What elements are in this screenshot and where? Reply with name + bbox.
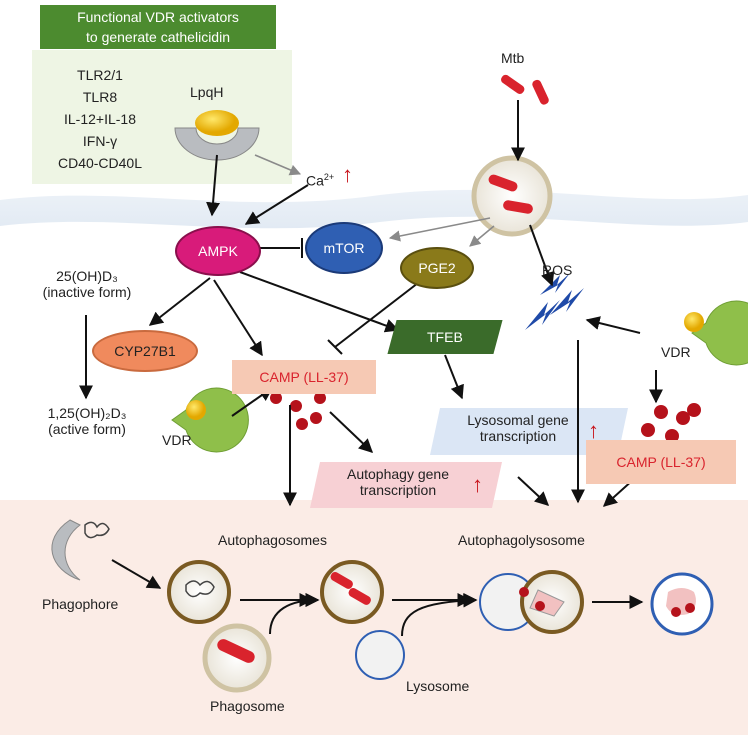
vitd-active-line-1: 1,25(OH)₂D₃: [47, 405, 127, 421]
vdr-right-icon: [684, 300, 748, 366]
camp-right-label: CAMP (LL-37): [616, 454, 706, 470]
lysosomal-transcription-label: Lysosomal gene transcription: [448, 412, 588, 444]
vdr-left-icon: [171, 387, 249, 453]
title-line-2: to generate cathelicidin: [86, 29, 230, 45]
ros-label: ROS: [542, 262, 573, 278]
activator-item: IL-12+IL-18: [64, 111, 136, 127]
camp-peptides-left-icon: [270, 392, 326, 430]
tfeb-node: TFEB: [387, 320, 503, 354]
activator-item: TLR2/1: [77, 67, 123, 83]
lpqh-receptor-icon: [174, 110, 260, 161]
pge2-node: PGE2: [400, 247, 474, 289]
autophagy-line-1: Autophagy gene: [347, 466, 449, 482]
mtb-label: Mtb: [501, 50, 525, 66]
autophagosome-2-icon: [320, 560, 384, 624]
ampk-label: AMPK: [198, 243, 238, 259]
lysosomal-up-arrow: ↑: [588, 418, 599, 443]
lysosome-label: Lysosome: [406, 678, 470, 694]
cyp27b1-label: CYP27B1: [114, 343, 176, 359]
calcium-label: Ca2+: [306, 172, 334, 189]
mtor-label: mTOR: [323, 240, 365, 256]
vdr-right-label: VDR: [661, 344, 691, 360]
autophagosome-1-icon: [167, 560, 231, 624]
activator-list: TLR2/1 TLR8 IL-12+IL-18 IFN-γ CD40-CD40L: [40, 64, 160, 174]
autophagolysosome-icon: [479, 570, 584, 634]
camp-peptides-right-icon: [641, 403, 701, 443]
vitd-inactive-label: 25(OH)D₃ (inactive form): [32, 268, 142, 300]
lysosomal-line-2: transcription: [479, 428, 557, 444]
ros-lightning-icon: [525, 273, 584, 330]
ampk-node: AMPK: [175, 226, 261, 276]
autophagy-transcription-label: Autophagy gene transcription: [328, 466, 468, 498]
mtb-bacilli-icon: [501, 74, 549, 105]
mtor-node: mTOR: [305, 222, 383, 274]
phagophore-icon: [51, 519, 110, 581]
pathway-arrows: [79, 100, 665, 637]
gray-arrows: [254, 154, 495, 247]
camp-left-label: CAMP (LL-37): [259, 369, 349, 385]
cytoplasm-region: [0, 500, 748, 735]
activator-item: TLR8: [82, 89, 118, 105]
vdr-left-label: VDR: [162, 432, 192, 448]
calcium-text: Ca: [306, 172, 324, 189]
phagosome-label: Phagosome: [210, 698, 285, 714]
phagophore-label: Phagophore: [42, 596, 119, 612]
tfeb-label: TFEB: [427, 329, 463, 345]
pge2-label: PGE2: [418, 260, 456, 276]
lysosomal-line-1: Lysosomal gene: [467, 412, 569, 428]
lysosome-icon: [355, 630, 405, 680]
autophagy-up-arrow: ↑: [472, 472, 483, 497]
autophagolysosome-label: Autophagolysosome: [458, 532, 585, 548]
activator-panel: [32, 50, 292, 184]
vitd-active-label: 1,25(OH)₂D₃ (active form): [32, 405, 142, 437]
autophagy-line-2: transcription: [359, 482, 437, 498]
autophagosomes-label: Autophagosomes: [218, 532, 327, 548]
vitd-active-line-2: (active form): [48, 421, 126, 437]
camp-right-box: CAMP (LL-37): [586, 440, 736, 484]
cell-membrane: [0, 189, 748, 229]
cyp27b1-node: CYP27B1: [92, 330, 198, 372]
title-line-1: Functional VDR activators: [77, 9, 239, 25]
camp-left-box: CAMP (LL-37): [232, 360, 376, 394]
autophagy-transcription-box: [310, 462, 502, 508]
activator-item: IFN-γ: [82, 133, 118, 149]
degraded-lysosome-icon: [650, 572, 714, 636]
infected-phagosome-icon: [471, 155, 553, 237]
calcium-up-arrow: ↑: [342, 162, 353, 187]
activator-item: CD40-CD40L: [57, 155, 143, 171]
diagram-title: Functional VDR activators to generate ca…: [40, 5, 276, 49]
calcium-charge: 2+: [323, 172, 335, 182]
vitd-inactive-line-1: 25(OH)D₃: [56, 268, 118, 284]
phagosome-icon: [202, 623, 272, 693]
vitd-inactive-line-2: (inactive form): [42, 284, 132, 300]
lpqh-label: LpqH: [190, 84, 224, 100]
